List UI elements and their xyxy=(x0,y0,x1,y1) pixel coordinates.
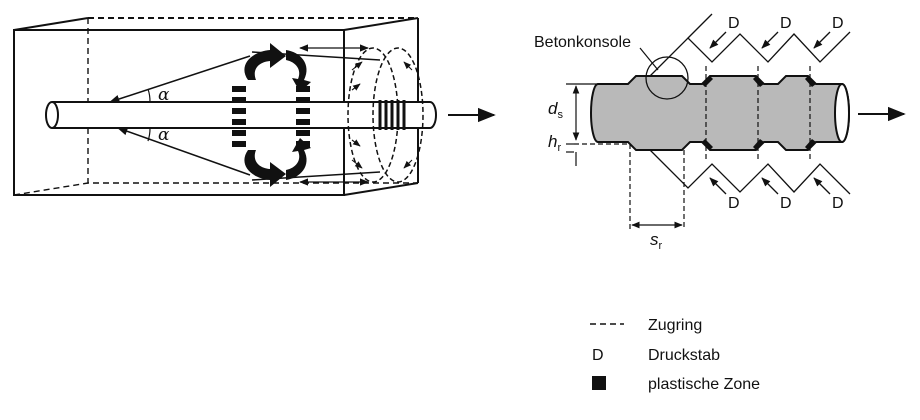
betonkonsole-leader xyxy=(639,47,659,71)
betonkonsole-circle xyxy=(645,56,689,100)
ring-tension-arrows-top xyxy=(299,44,369,186)
betonkonsole-label: Betonkonsole xyxy=(534,34,631,51)
legend-label-plastische-zone: plastische Zone xyxy=(648,376,760,393)
dimension-ds xyxy=(566,83,600,141)
druckstab-arrows-top xyxy=(709,31,831,49)
d-label-top-3: D xyxy=(832,15,844,32)
d-label-bottom-3: D xyxy=(832,195,844,212)
d-label-bottom-2: D xyxy=(780,195,792,212)
legend-symbol-square xyxy=(592,376,606,390)
alpha-arc-top xyxy=(147,88,151,103)
legend: Zugring D Druckstab plastische Zone xyxy=(590,317,760,393)
rebar-left xyxy=(45,100,437,130)
d-label-top-2: D xyxy=(780,15,792,32)
tension-ring-zugring xyxy=(347,47,424,183)
alpha-arc-bottom xyxy=(147,127,151,142)
hr-label: hr xyxy=(548,132,561,154)
druckstab-arrows-bottom xyxy=(709,177,831,195)
d-label-top-1: D xyxy=(728,15,740,32)
alpha-label-top: α xyxy=(158,85,170,105)
legend-label-druckstab: Druckstab xyxy=(648,347,720,364)
alpha-label-bottom: α xyxy=(158,125,170,145)
ds-label: ds xyxy=(548,99,563,121)
dashed-section-lines xyxy=(574,66,811,230)
bar-end-right xyxy=(834,83,850,143)
d-label-bottom-1: D xyxy=(728,195,740,212)
plastic-zones-right xyxy=(702,76,816,150)
legend-symbol-d: D xyxy=(592,347,604,364)
tension-ring-arrows xyxy=(351,61,413,169)
compression-strut-lines-right xyxy=(647,13,851,195)
legend-label-zugring: Zugring xyxy=(648,317,702,334)
dimension-hr xyxy=(566,143,577,166)
sr-label: sr xyxy=(650,230,663,252)
bursting-force-arrows xyxy=(244,43,311,187)
